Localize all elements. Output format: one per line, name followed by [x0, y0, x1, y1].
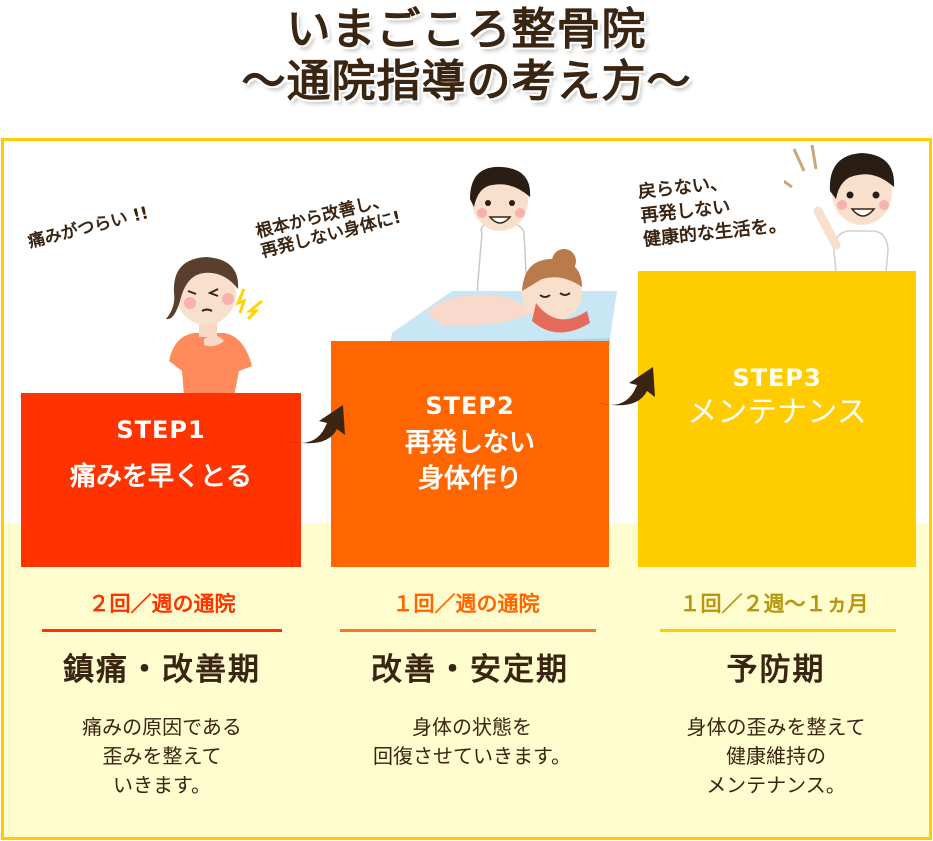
step3-phase: 予防期 — [726, 652, 826, 688]
cream-band — [4, 523, 929, 837]
step3-divider — [660, 629, 896, 632]
step2-box: STEP2 再発しない 身体作り — [331, 341, 609, 567]
speech-step3: 戻らない、 再発しない 健康的な生活を。 — [637, 172, 788, 251]
step1-phase: 鎮痛・改善期 — [63, 652, 261, 688]
step2-frequency: １回／週の通院 — [392, 592, 540, 616]
step3-description: 身体の歪みを整えて 健康維持の メンテナンス。 — [686, 715, 866, 797]
step1-label: STEP1 — [116, 416, 206, 444]
step3-label: STEP3 — [732, 364, 822, 392]
step2-phase: 改善・安定期 — [371, 652, 569, 688]
step3-box: STEP3 メンテナンス — [638, 271, 916, 567]
arrow-step1-to-step2-icon — [289, 405, 345, 444]
title-line-subtitle: 〜通院指導の考え方〜 — [241, 56, 692, 107]
step1-title: 痛みを早くとる — [69, 462, 252, 492]
step3-frequency: １回／２週〜１ヵ月 — [679, 592, 869, 616]
step1-description: 痛みの原因である 歪みを整えて いきます。 — [82, 715, 242, 797]
woman-shoulder-pain-icon — [166, 257, 263, 396]
step2-label: STEP2 — [425, 392, 515, 420]
step2-description: 身体の状態を 回復させていきます。 — [373, 715, 571, 768]
step1-divider — [42, 629, 282, 632]
step2-divider — [340, 629, 596, 632]
step3-title: メンテナンス — [687, 395, 867, 430]
therapist-massage-icon — [390, 166, 617, 353]
steps-panel: 痛みがつらい !! 根本から改善し、 再発しない身体に! 戻らない、 再発しない… — [1, 138, 932, 840]
speech-step1: 痛みがつらい !! — [26, 203, 151, 253]
title-line-clinic: いまごころ整骨院 — [286, 4, 647, 55]
page-title: いまごころ整骨院 〜通院指導の考え方〜 — [0, 4, 933, 108]
step2-title: 再発しない 身体作り — [404, 428, 535, 494]
step1-box: STEP1 痛みを早くとる — [21, 393, 301, 567]
step1-frequency: ２回／週の通院 — [88, 592, 236, 616]
speech-step2: 根本から改善し、 再発しない身体に! — [254, 190, 404, 262]
arrow-step2-to-step3-icon — [599, 367, 655, 406]
